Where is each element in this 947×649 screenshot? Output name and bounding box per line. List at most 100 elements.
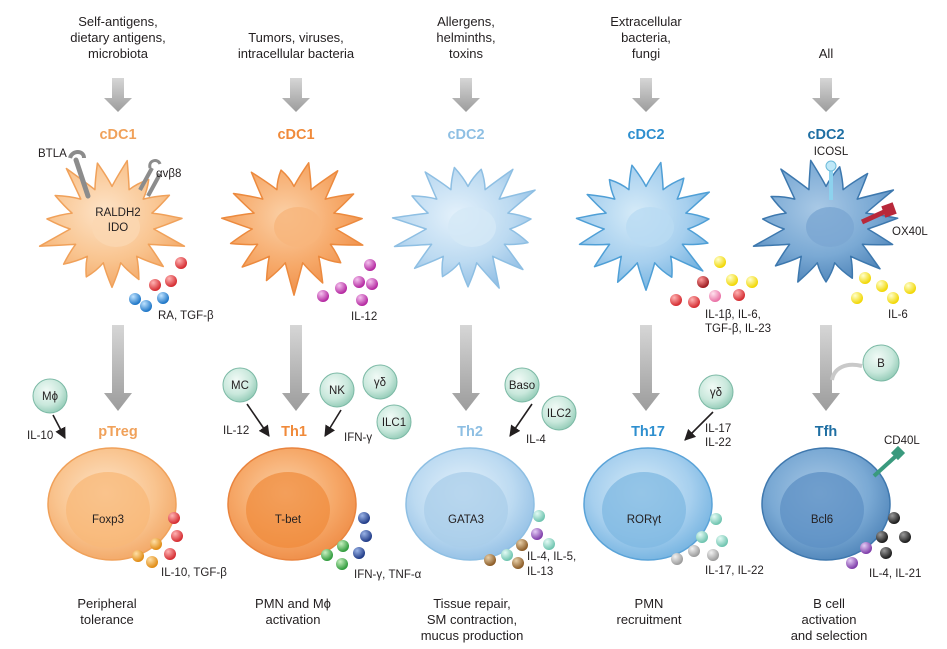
cytokine-dot [726, 274, 738, 286]
th2-cell: GATA3 [405, 447, 535, 561]
stimulus-line: intracellular bacteria [238, 46, 355, 61]
dendritic-cell-nucleus [806, 207, 854, 247]
down-arrow-icon [104, 78, 132, 112]
cytokine-dot [899, 531, 911, 543]
signal-label: IL-17 [705, 423, 731, 435]
gamma-delta-cell-2: γδ [698, 374, 734, 410]
dc-label: cDC1 [277, 127, 314, 143]
raldh2-label: RALDH2 [95, 207, 140, 219]
outcome-col2: PMN and Mϕ activation [255, 596, 331, 627]
btla-label: BTLA [38, 148, 67, 160]
cytokine-dot [360, 530, 372, 542]
tcell-secreted-label: IL-10, TGF-β [161, 567, 227, 579]
cytokine-dot [484, 554, 496, 566]
cytokine-dot [129, 293, 141, 305]
dc-cytokine-dots [129, 256, 916, 312]
cytokine-dot [533, 510, 545, 522]
cytokine-dot [887, 292, 899, 304]
cytokine-dot [859, 272, 871, 284]
cytokine-dot [335, 282, 347, 294]
cytokine-dot [353, 547, 365, 559]
helper-arrows [52, 403, 714, 441]
ox40l-receptor [860, 202, 897, 225]
macrophage-cell: Mϕ [32, 378, 68, 414]
nk-cell-label: NK [329, 385, 345, 397]
tfh-cell: Bcl6 [761, 447, 891, 561]
outcome-line: tolerance [80, 612, 133, 627]
cytokine-dot [846, 557, 858, 569]
down-arrow-icon [632, 78, 660, 112]
ilc2-label: ILC2 [547, 408, 571, 420]
dendritic-cell [391, 166, 536, 289]
cytokine-dot [501, 549, 513, 561]
tcell-label: Th1 [281, 424, 307, 440]
cytokine-dot [888, 512, 900, 524]
ox40l-label: OX40L [892, 226, 928, 238]
cytokine-dot [171, 530, 183, 542]
dendritic-cell [752, 159, 899, 283]
cytokine-dot [714, 256, 726, 268]
cytokine-dot [358, 512, 370, 524]
cytokine-dot [707, 549, 719, 561]
dc-label: cDC2 [447, 127, 484, 143]
cytokine-dot [710, 513, 722, 525]
dc-label: cDC2 [807, 127, 844, 143]
stimulus-line: helminths, [436, 30, 495, 45]
tcell-secreted-label: IL-13 [527, 566, 553, 578]
tcell-label: Tfh [815, 424, 838, 440]
cytokine-dot [671, 553, 683, 565]
dendritic-cells [38, 159, 899, 296]
down-arrow-icon [452, 78, 480, 112]
th1-cell: T-bet [227, 447, 357, 561]
cytokine-dot [709, 290, 721, 302]
tf-label: T-bet [275, 514, 302, 526]
dc-secreted-label: RA, TGF-β [158, 310, 214, 322]
stimulus-line: microbiota [88, 46, 149, 61]
helper-cells: Mϕ MC NK γδ ILC1 Baso ILC2 γδ [32, 344, 900, 440]
cytokine-dot [876, 531, 888, 543]
stimulus-line: Self-antigens, [78, 14, 158, 29]
cytokine-dot [164, 548, 176, 560]
down-arrow-icon [812, 325, 840, 411]
cytokine-dot [165, 275, 177, 287]
stimulus-line: bacteria, [621, 30, 671, 45]
mast-cell: MC [222, 367, 258, 403]
cytokine-dot [168, 512, 180, 524]
tf-label: RORγt [627, 514, 662, 526]
cytokine-dot [321, 549, 333, 561]
dc-secreted-label: IL-6 [888, 309, 908, 321]
cytokine-dot [688, 545, 700, 557]
cytokine-dot [904, 282, 916, 294]
down-arrow-icon [282, 78, 310, 112]
cytokine-dot [317, 290, 329, 302]
dendritic-cell [575, 161, 711, 291]
dc-label: cDC1 [99, 127, 136, 143]
signal-label: IL-4 [526, 434, 546, 446]
stimulus-col1: Self-antigens, dietary antigens, microbi… [70, 14, 165, 61]
tcell-secreted-label: IL-17, IL-22 [705, 565, 764, 577]
ilc2-cell: ILC2 [541, 395, 577, 431]
cytokine-dot [512, 557, 524, 569]
tcell-cytokine-dots [132, 510, 911, 570]
cytokine-dot [746, 276, 758, 288]
integrin-label: αvβ8 [156, 168, 181, 180]
ido-label: IDO [108, 222, 129, 234]
treg-cell: Foxp3 [47, 447, 177, 561]
tf-label: GATA3 [448, 514, 484, 526]
cytokine-dot [716, 535, 728, 547]
icosl-receptor [825, 160, 837, 200]
stimulus-line: toxins [449, 46, 483, 61]
stimulus-line: Extracellular [610, 14, 682, 29]
gamma-delta-cell: γδ [362, 364, 398, 400]
gamma-delta-label: γδ [710, 387, 722, 399]
outcome-col3: Tissue repair, SM contraction, mucus pro… [421, 596, 524, 643]
btla-receptor [68, 150, 91, 199]
outcome-line: mucus production [421, 628, 524, 643]
cytokine-dot [336, 558, 348, 570]
signal-label: IL-10 [27, 430, 53, 442]
b-cell-contact-line [830, 362, 863, 381]
cytokine-dot [146, 556, 158, 568]
nk-cell: NK [319, 372, 355, 408]
